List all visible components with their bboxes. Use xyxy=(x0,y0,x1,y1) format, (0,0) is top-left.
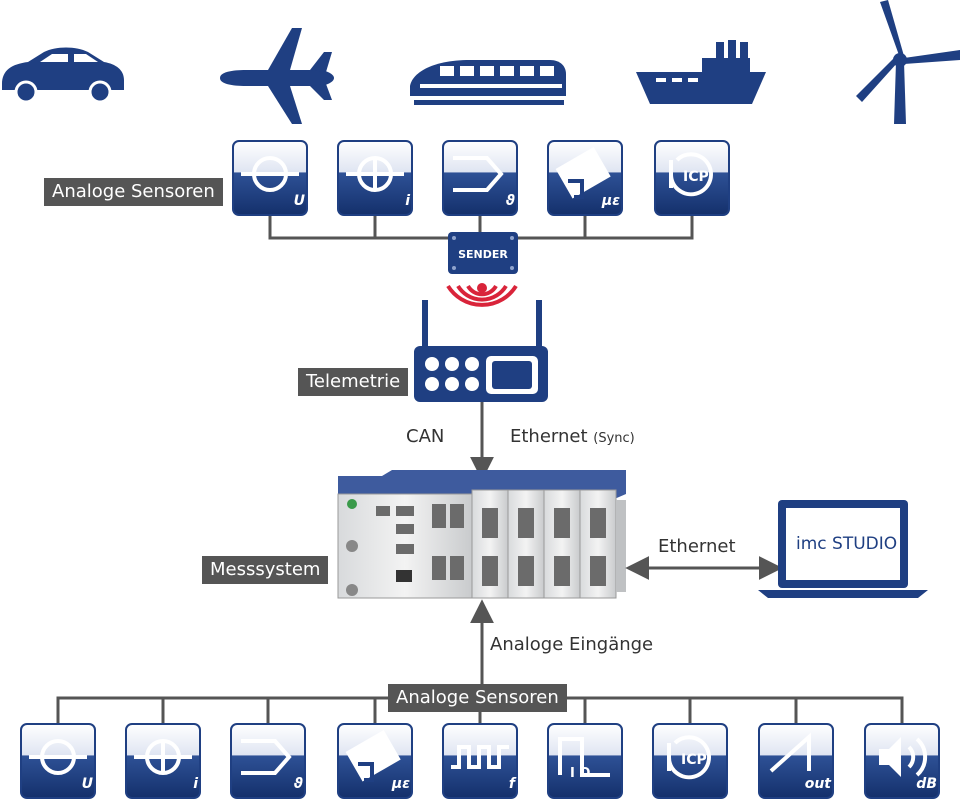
airplane-icon xyxy=(220,28,334,124)
top-tile-sub-3: µε xyxy=(601,193,620,209)
current-sensor-icon xyxy=(337,140,413,216)
frequency-sensor-icon xyxy=(442,723,518,799)
sender-label: SENDER xyxy=(458,248,508,261)
telemetry-receiver xyxy=(414,300,548,402)
telemetry-label: Telemetrie xyxy=(298,368,409,396)
bottom-sensors-label: Analoge Sensoren xyxy=(388,684,567,712)
top-tile-sub-2: ϑ xyxy=(505,193,515,209)
can-label: CAN xyxy=(406,426,445,447)
sender-unit: SENDER xyxy=(448,232,518,274)
ethernet-label: Ethernet xyxy=(510,426,588,447)
measurement-system-label: Messsystem xyxy=(202,556,329,584)
bottom-tile-sub-2: ϑ xyxy=(293,776,303,792)
bottom-tile-text-6: ICP xyxy=(681,752,707,768)
digital-io-icon xyxy=(547,723,623,799)
top-tile-sub-0: U xyxy=(293,193,305,209)
temperature-sensor-icon xyxy=(442,140,518,216)
car-icon xyxy=(2,47,124,104)
strain-gauge-icon xyxy=(547,140,623,216)
ethernet-side-label: Ethernet xyxy=(658,536,736,557)
analog-inputs-label: Analoge Eingänge xyxy=(490,634,654,655)
sync-label: (Sync) xyxy=(593,431,635,446)
wind-turbine-icon xyxy=(856,0,960,124)
analog-output-icon xyxy=(758,723,834,799)
measurement-rack xyxy=(337,470,626,599)
laptop-icon xyxy=(758,500,928,598)
ship-icon xyxy=(636,40,766,104)
top-tile-sub-1: i xyxy=(405,193,410,209)
voltage-sensor-icon xyxy=(20,723,96,799)
sound-sensor-icon xyxy=(864,723,940,799)
top-tile-text-4: ICP xyxy=(683,169,709,185)
current-sensor-icon xyxy=(125,723,201,799)
radio-waves-icon xyxy=(446,283,518,307)
ethernet-sync-label: Ethernet (Sync) xyxy=(510,426,635,447)
bottom-tile-sub-3: µε xyxy=(391,776,410,792)
temperature-sensor-icon xyxy=(230,723,306,799)
bottom-tile-sub-8: dB xyxy=(916,776,937,792)
bottom-tile-sub-4: f xyxy=(508,776,515,792)
icp-sensor-icon xyxy=(654,140,730,216)
laptop-screen-text: imc STUDIO xyxy=(796,534,898,554)
bottom-tile-text-5: I O xyxy=(570,766,591,781)
voltage-sensor-icon xyxy=(232,140,308,216)
bottom-tile-sub-1: i xyxy=(193,776,198,792)
train-icon xyxy=(410,60,566,105)
top-sensors-label: Analoge Sensoren xyxy=(44,178,223,206)
bottom-tile-sub-0: U xyxy=(81,776,93,792)
bottom-tile-sub-7: out xyxy=(804,776,831,792)
strain-gauge-icon xyxy=(337,723,413,799)
icp-sensor-icon xyxy=(652,723,728,799)
